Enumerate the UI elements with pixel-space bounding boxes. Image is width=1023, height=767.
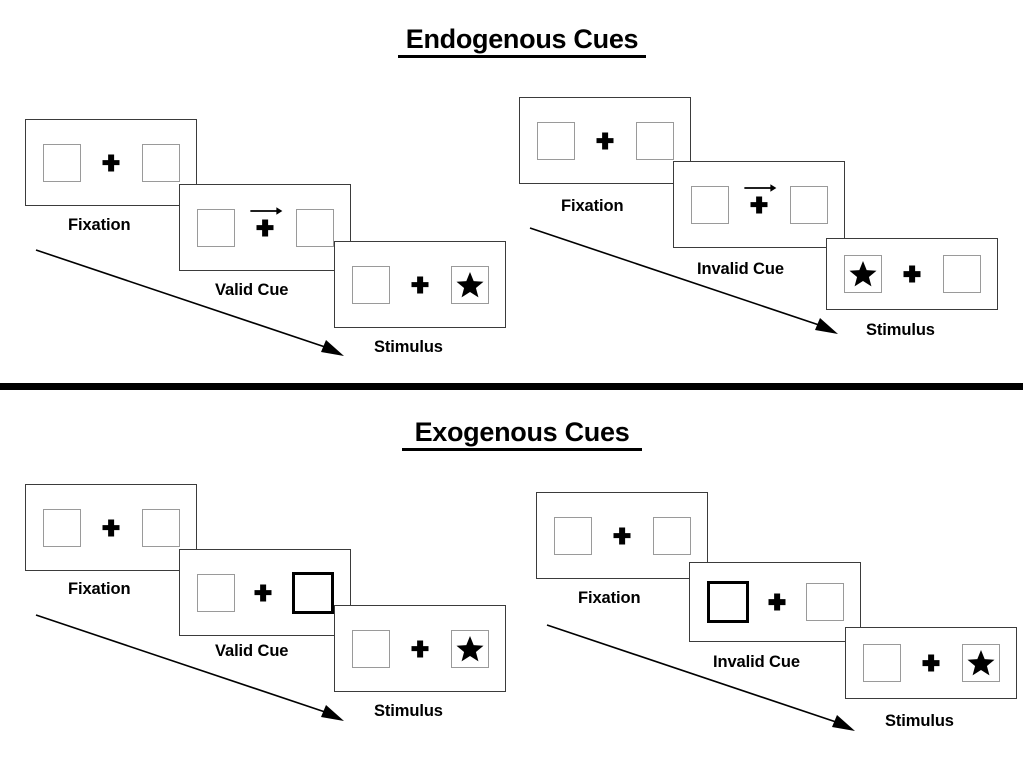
fixation-cross-icon bbox=[614, 527, 631, 544]
box-right-cued bbox=[291, 571, 334, 614]
panel-endogenous-valid-cue bbox=[179, 184, 351, 271]
section-title-endogenous: Endogenous Cues bbox=[398, 24, 646, 59]
box-right bbox=[141, 143, 180, 182]
panel-endogenous-valid-stimulus bbox=[334, 241, 506, 328]
fixation-cross-icon bbox=[769, 594, 786, 611]
caption-exogenous-invalid-fixation: Fixation bbox=[578, 589, 641, 607]
panel-endogenous-invalid-stimulus bbox=[826, 238, 998, 310]
caption-exogenous-valid-stimulus: Stimulus bbox=[374, 702, 443, 720]
box-right bbox=[789, 185, 828, 224]
box-right bbox=[805, 583, 844, 621]
box-left bbox=[536, 121, 575, 160]
box-left bbox=[690, 185, 729, 224]
arrow-right-cue-icon bbox=[744, 184, 777, 192]
star-target-icon bbox=[849, 261, 876, 287]
panel-endogenous-invalid-fixation bbox=[519, 97, 691, 184]
box-left-cued bbox=[706, 581, 749, 623]
panel-exogenous-valid-cue bbox=[179, 549, 351, 636]
box-right bbox=[450, 629, 489, 668]
fixation-cross-icon bbox=[923, 655, 940, 672]
section-title-exogenous: Exogenous Cues bbox=[402, 417, 642, 452]
box-right bbox=[652, 516, 691, 555]
star-target-icon bbox=[456, 635, 483, 661]
box-left bbox=[351, 265, 390, 304]
box-right bbox=[295, 208, 334, 247]
box-left bbox=[42, 143, 81, 182]
star-target-icon bbox=[456, 271, 483, 297]
box-right bbox=[141, 508, 180, 547]
fixation-cross-icon bbox=[103, 154, 120, 171]
fixation-cross-icon bbox=[744, 184, 777, 213]
caption-endogenous-valid-fixation: Fixation bbox=[68, 216, 131, 234]
box-right bbox=[961, 644, 1000, 682]
caption-exogenous-valid-fixation: Fixation bbox=[68, 580, 131, 598]
caption-endogenous-valid-cue: Valid Cue bbox=[215, 281, 289, 299]
panel-exogenous-valid-fixation bbox=[25, 484, 197, 571]
box-left bbox=[42, 508, 81, 547]
box-left bbox=[862, 644, 901, 682]
caption-endogenous-invalid-cue: Invalid Cue bbox=[697, 260, 784, 278]
panel-exogenous-valid-stimulus bbox=[334, 605, 506, 692]
fixation-cross-icon bbox=[597, 132, 614, 149]
box-right bbox=[450, 265, 489, 304]
fixation-cross-icon bbox=[412, 276, 429, 293]
star-target-icon bbox=[967, 650, 994, 676]
panel-exogenous-invalid-fixation bbox=[536, 492, 708, 579]
fixation-cross-icon bbox=[250, 207, 283, 236]
arrow-right-cue-icon bbox=[250, 207, 283, 215]
box-left bbox=[196, 208, 235, 247]
caption-exogenous-invalid-cue: Invalid Cue bbox=[713, 653, 800, 671]
fixation-cross-icon bbox=[412, 640, 429, 657]
caption-endogenous-invalid-fixation: Fixation bbox=[561, 197, 624, 215]
caption-endogenous-invalid-stimulus: Stimulus bbox=[866, 321, 935, 339]
caption-exogenous-invalid-stimulus: Stimulus bbox=[885, 712, 954, 730]
box-left bbox=[351, 629, 390, 668]
box-right bbox=[942, 255, 981, 293]
caption-exogenous-valid-cue: Valid Cue bbox=[215, 642, 289, 660]
panel-endogenous-invalid-cue bbox=[673, 161, 845, 248]
fixation-cross-icon bbox=[103, 519, 120, 536]
panel-exogenous-invalid-stimulus bbox=[845, 627, 1017, 699]
fixation-cross-icon bbox=[255, 584, 272, 601]
caption-endogenous-valid-stimulus: Stimulus bbox=[374, 338, 443, 356]
box-left bbox=[553, 516, 592, 555]
box-left bbox=[843, 255, 882, 293]
box-right bbox=[635, 121, 674, 160]
fixation-cross-icon bbox=[904, 266, 921, 283]
section-divider bbox=[0, 383, 1023, 390]
panel-endogenous-valid-fixation bbox=[25, 119, 197, 206]
panel-exogenous-invalid-cue bbox=[689, 562, 861, 642]
box-left bbox=[196, 573, 235, 612]
